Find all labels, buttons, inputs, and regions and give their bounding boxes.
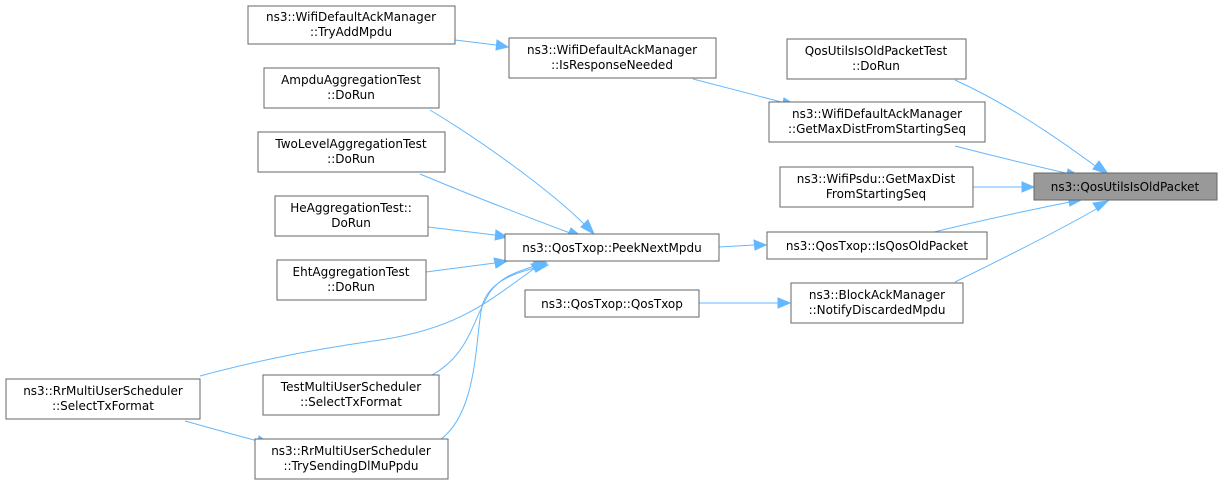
node-label-line: AmpduAggregationTest — [281, 73, 421, 87]
edge-tryadd-to-isresponse — [454, 39, 510, 51]
node-label-line: ::DoRun — [327, 152, 375, 166]
node-label-line: ::NotifyDiscardedMpdu — [809, 303, 946, 317]
node-qostxop-isqosoldpacket[interactable]: ns3::QosTxop::IsQosOldPacket — [766, 231, 988, 260]
node-label-line: ::GetMaxDistFromStartingSeq — [788, 122, 966, 136]
node-label-line: EhtAggregationTest — [293, 265, 410, 279]
edge-qostxop-to-blockack — [699, 297, 792, 309]
edge-psdu-getmaxdist-to-root — [973, 181, 1036, 193]
node-qosutils-test-dorun[interactable]: QosUtilsIsOldPacketTest ::DoRun — [786, 38, 967, 80]
node-label-line: ns3::WifiDefaultAckManager — [266, 10, 436, 24]
node-label-line: ns3::RrMultiUserScheduler — [271, 444, 431, 458]
node-he-test-dorun[interactable]: HeAggregationTest:: DoRun — [274, 195, 429, 237]
edge-ampdu-to-peeknext — [429, 109, 596, 236]
edge-test-select-to-peeknext — [429, 259, 549, 377]
edge-blockack-to-root — [954, 200, 1110, 283]
node-label-line: ns3::WifiPsdu::GetMaxDist — [797, 172, 956, 186]
node-twolevel-test-dorun[interactable]: TwoLevelAggregationTest ::DoRun — [257, 131, 446, 173]
node-label-line: HeAggregationTest:: — [290, 201, 412, 215]
node-label-line: ::SelectTxFormat — [300, 395, 402, 409]
node-label-line: ::SelectTxFormat — [52, 399, 154, 413]
node-label-line: QosUtilsIsOldPacketTest — [805, 44, 948, 58]
node-ack-tryaddmpdu[interactable]: ns3::WifiDefaultAckManager ::TryAddMpdu — [247, 5, 456, 45]
node-label-line: TestMultiUserScheduler — [280, 380, 421, 394]
node-ack-isresponseneeded[interactable]: ns3::WifiDefaultAckManager ::IsResponseN… — [508, 37, 717, 79]
edge-eht-to-peeknext — [425, 257, 509, 273]
node-label-line: ns3::QosTxop::QosTxop — [541, 297, 683, 311]
node-label-line: ns3::QosTxop::PeekNextMpdu — [522, 241, 701, 255]
node-label-line: ns3::QosUtilsIsOldPacket — [1051, 180, 1200, 194]
edge-peeknext-to-isqosold — [718, 239, 768, 251]
node-rr-trysendingdlmuppdu[interactable]: ns3::RrMultiUserScheduler ::TrySendingDl… — [254, 438, 449, 480]
node-label-line: ns3::BlockAckManager — [809, 288, 945, 302]
node-label-line: ns3::WifiDefaultAckManager — [527, 43, 697, 57]
node-label-line: ns3::RrMultiUserScheduler — [23, 384, 183, 398]
node-label-line: TwoLevelAggregationTest — [274, 137, 427, 151]
node-label-line: ::IsResponseNeeded — [551, 58, 673, 72]
node-label-line: ns3::QosTxop::IsQosOldPacket — [786, 239, 969, 253]
edge-twolevel-to-peeknext — [419, 173, 584, 238]
node-label-line: DoRun — [331, 216, 371, 230]
node-label-line: ns3::WifiDefaultAckManager — [792, 107, 962, 121]
node-qostxop-peeknextmpdu[interactable]: ns3::QosTxop::PeekNextMpdu — [504, 233, 720, 262]
node-blockack-notifydiscarded[interactable]: ns3::BlockAckManager ::NotifyDiscardedMp… — [790, 282, 964, 324]
node-rr-selecttxformat[interactable]: ns3::RrMultiUserScheduler ::SelectTxForm… — [5, 378, 201, 420]
edge-rr-trysend-to-peeknext — [439, 261, 550, 441]
node-test-selecttxformat[interactable]: TestMultiUserScheduler ::SelectTxFormat — [262, 374, 440, 416]
node-label-line: FromStartingSeq — [826, 187, 926, 201]
node-label-line: ::TrySendingDlMuPpdu — [283, 459, 418, 473]
node-qosutils-isoldpacket[interactable]: ns3::QosUtilsIsOldPacket — [1033, 172, 1218, 201]
edge-he-to-peeknext — [427, 226, 509, 241]
node-ampdu-test-dorun[interactable]: AmpduAggregationTest ::DoRun — [263, 67, 440, 109]
edge-qosutils-test-to-root — [954, 79, 1110, 175]
node-qostxop-qostxop[interactable]: ns3::QosTxop::QosTxop — [524, 289, 700, 318]
node-label-line: ::DoRun — [327, 280, 375, 294]
node-label-line: ::DoRun — [327, 88, 375, 102]
node-ack-getmaxdist[interactable]: ns3::WifiDefaultAckManager ::GetMaxDistF… — [768, 101, 986, 143]
node-psdu-getmaxdist[interactable]: ns3::WifiPsdu::GetMaxDist FromStartingSe… — [779, 166, 974, 208]
node-eht-test-dorun[interactable]: EhtAggregationTest ::DoRun — [276, 259, 427, 301]
node-label-line: ::DoRun — [852, 59, 900, 73]
node-label-line: ::TryAddMpdu — [310, 25, 392, 39]
